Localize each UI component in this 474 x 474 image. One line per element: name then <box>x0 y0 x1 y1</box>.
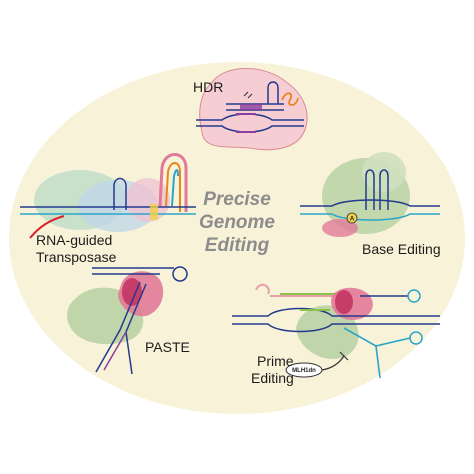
center-title-line1: Precise <box>203 189 271 210</box>
mlh1-badge-text: MLH1dn <box>292 368 316 374</box>
base-marker <box>346 212 358 224</box>
hdr-genomic-dna <box>196 113 304 133</box>
center-title-line3: Editing <box>204 235 270 256</box>
prime-cyan-loop <box>409 331 423 345</box>
label-rna-guided-line2: Transposase <box>36 249 117 265</box>
transposase-panel <box>20 153 196 239</box>
prime-dna-bottom <box>232 323 440 333</box>
hdr-orange-strand <box>281 92 299 106</box>
hdr-hairpin <box>267 81 279 104</box>
label-paste: PASTE <box>145 339 190 355</box>
prime-editing-panel: MLH1dn <box>232 283 440 379</box>
label-base-editing: Base Editing <box>362 241 441 257</box>
prime-protein-green <box>296 305 359 360</box>
base-editing-panel: A <box>300 152 440 237</box>
prime-cyan-arm <box>343 327 411 379</box>
prime-pegrna-loop <box>407 289 421 303</box>
paste-loop <box>172 266 188 282</box>
label-prime-line2: Editing <box>251 370 294 386</box>
base-editing-hairpins <box>365 169 389 210</box>
hdr-cut-mark <box>243 91 253 99</box>
mlh1-inhibit-arrow <box>321 351 349 371</box>
deaminase-pink <box>322 219 358 237</box>
hdr-panel <box>196 68 308 151</box>
transposase-hairpin <box>113 177 127 210</box>
hdr-donor-dna <box>226 103 284 111</box>
paste-panel <box>67 266 188 375</box>
center-title-line2: Genome <box>198 212 276 233</box>
transposase-loop <box>158 153 188 212</box>
base-editing-dna-bottom <box>300 213 440 221</box>
prime-pegrna-tail <box>255 283 338 297</box>
prime-dna-top <box>232 307 440 317</box>
base-marker-text: A <box>350 217 355 223</box>
base-editing-dna-top <box>300 199 440 207</box>
transposase-guide-rna <box>29 215 65 239</box>
center-title: Precise Genome Editing <box>185 188 289 257</box>
label-rna-guided-line1: RNA-guided <box>36 232 113 248</box>
label-prime-line1: Prime <box>257 353 294 369</box>
label-hdr: HDR <box>193 79 224 95</box>
transposase-complex-pink <box>126 178 170 222</box>
